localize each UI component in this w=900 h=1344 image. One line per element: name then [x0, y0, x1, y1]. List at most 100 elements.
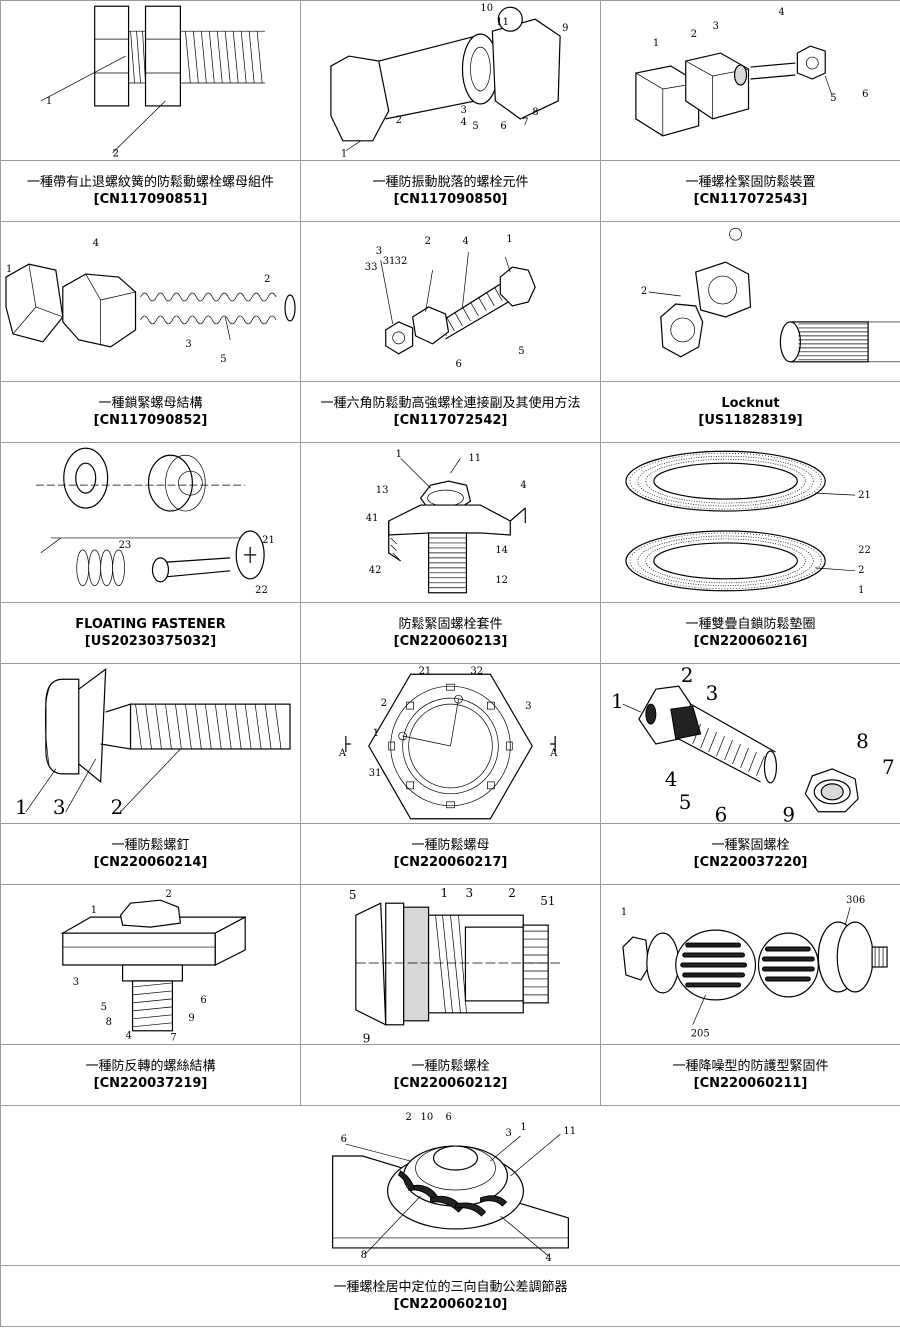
part-label: 4 [126, 1031, 132, 1042]
drawing-cell-11[interactable]: A A 1 2 3 21 31 32 [300, 663, 601, 824]
patent-drawing-15: 1 205 306 [621, 895, 888, 1040]
patent-number[interactable]: [CN117072543] [693, 192, 808, 207]
part-label: 1 [373, 728, 379, 739]
part-label: 4 [460, 117, 466, 128]
patent-number[interactable]: [CN220060212] [393, 1076, 508, 1091]
drawing-cell-2[interactable]: 1 2 3 4 5 6 7 8 9 10 11 [300, 0, 601, 161]
part-label: 3 [505, 1128, 511, 1139]
part-label: A [549, 748, 558, 759]
patent-drawing-13: 1 2 3 4 5 6 7 8 9 [60, 889, 246, 1044]
part-label: 3 [713, 21, 719, 32]
patent-title[interactable]: 一種緊固螺栓 [711, 838, 790, 853]
patent-title[interactable]: FLOATING FASTENER [75, 617, 226, 632]
part-label: 41 [366, 513, 379, 524]
patent-number[interactable]: [CN220060210] [393, 1297, 508, 1312]
part-label: 1 [441, 886, 449, 900]
patent-title[interactable]: 一種防反轉的螺絲結構 [85, 1059, 216, 1074]
part-label: 1 [506, 234, 512, 245]
patent-drawing-12: 1 2 3 4 5 6 7 8 9 [611, 664, 895, 823]
part-label: 4 [778, 7, 784, 18]
part-label: 13 [376, 485, 389, 496]
part-label: 1 [91, 905, 97, 916]
patent-title[interactable]: 一種雙疊自鎖防鬆墊圈 [685, 617, 816, 632]
drawing-cell-15[interactable]: 1 205 306 [600, 884, 900, 1045]
patent-title[interactable]: 一種防振動脫落的螺栓元件 [372, 175, 529, 190]
patent-number[interactable]: [US20230375032] [84, 634, 217, 649]
drawing-cell-14[interactable]: 5 1 3 2 51 9 [300, 884, 601, 1045]
drawing-cell-4[interactable]: 1 2 3 4 5 [0, 221, 301, 382]
part-label: 3 [706, 682, 719, 705]
drawing-cell-9[interactable]: 1 2 21 22 [600, 442, 900, 603]
part-label: 2 [691, 29, 697, 40]
patent-drawing-5: 1 2 3 4 5 6 31 32 33 [365, 234, 536, 370]
patent-title[interactable]: 一種鎖緊螺母結構 [98, 396, 203, 411]
drawing-cell-13[interactable]: 1 2 3 4 5 6 7 8 9 [0, 884, 301, 1045]
drawing-cell-6[interactable]: 2 [600, 221, 900, 382]
part-label: 2 [406, 1112, 412, 1123]
part-label: 1 [341, 149, 347, 160]
caption-cell-11: 一種防鬆螺母 [CN220060217] [300, 823, 601, 885]
drawing-cell-12[interactable]: 1 2 3 4 5 6 7 8 9 [600, 663, 900, 824]
part-label: 51 [540, 894, 555, 908]
caption-cell-9: 一種雙疊自鎖防鬆墊圈 [CN220060216] [600, 602, 900, 664]
part-label: 6 [715, 804, 728, 823]
drawing-cell-5[interactable]: 1 2 3 4 5 6 31 32 33 [300, 221, 601, 382]
part-label: 21 [262, 535, 275, 546]
patent-title[interactable]: Locknut [721, 396, 780, 411]
drawing-cell-8[interactable]: 1 4 11 12 13 14 41 42 [300, 442, 601, 603]
drawing-cell-1[interactable]: 1 2 [0, 0, 301, 161]
drawing-cell-7[interactable]: 21 22 23 [0, 442, 301, 603]
part-label: 4 [93, 238, 99, 249]
patent-drawing-4: 1 2 3 4 5 [5, 238, 296, 365]
patent-title[interactable]: 一種螺栓緊固防鬆裝置 [685, 175, 816, 190]
patent-title[interactable]: 一種防鬆螺母 [411, 838, 490, 853]
part-label: 6 [446, 1112, 452, 1123]
part-label: 2 [264, 274, 270, 285]
drawing-cell-3[interactable]: 1 2 3 4 5 6 [600, 0, 900, 161]
patent-title[interactable]: 一種六角防鬆動高強螺栓連接副及其使用方法 [320, 396, 581, 411]
patent-title[interactable]: 一種螺栓居中定位的三向自動公差調節器 [333, 1280, 568, 1295]
caption-cell-3: 一種螺栓緊固防鬆裝置 [CN117072543] [600, 160, 900, 222]
part-label: 7 [882, 756, 895, 779]
patent-drawing-16: 2 10 6 3 1 11 6 8 4 [332, 1112, 576, 1264]
patent-number[interactable]: [CN220060217] [393, 855, 508, 870]
part-label: 33 [365, 262, 378, 273]
patent-number[interactable]: [CN220060216] [693, 634, 808, 649]
patent-title[interactable]: 一種帶有止退螺紋簧的防鬆動螺栓螺母組件 [26, 175, 274, 190]
patent-number[interactable]: [CN117072542] [393, 413, 508, 428]
part-label: 7 [170, 1033, 176, 1044]
patent-number[interactable]: [CN220060211] [693, 1076, 808, 1091]
part-label: 9 [363, 1032, 371, 1044]
part-label: 32 [395, 256, 408, 267]
part-label: 11 [563, 1126, 576, 1137]
patent-title[interactable]: 一種防鬆螺栓 [411, 1059, 490, 1074]
patent-number[interactable]: [CN220060214] [93, 855, 208, 870]
caption-cell-1: 一種帶有止退螺紋簧的防鬆動螺栓螺母組件 [CN117090851] [0, 160, 301, 222]
patent-number[interactable]: [CN117090850] [393, 192, 508, 207]
patent-title[interactable]: 一種降噪型的防護型緊固件 [672, 1059, 829, 1074]
patent-number[interactable]: [CN220037219] [93, 1076, 208, 1091]
caption-cell-2: 一種防振動脫落的螺栓元件 [CN117090850] [300, 160, 601, 222]
part-label: 5 [679, 791, 692, 814]
part-label: 2 [381, 698, 387, 709]
part-label: 12 [495, 575, 508, 586]
part-label: 6 [200, 995, 206, 1006]
part-label: 11 [468, 453, 481, 464]
caption-cell-8: 防鬆緊固螺栓套件 [CN220060213] [300, 602, 601, 664]
patent-number[interactable]: [CN117090851] [93, 192, 208, 207]
part-label: 5 [349, 888, 357, 902]
patent-title[interactable]: 防鬆緊固螺栓套件 [398, 617, 503, 632]
patent-number[interactable]: [CN117090852] [93, 413, 208, 428]
patent-title[interactable]: 一種防鬆螺釘 [111, 838, 190, 853]
patent-drawing-11: A A 1 2 3 21 31 32 [338, 666, 558, 820]
patent-number[interactable]: [US11828319] [698, 413, 803, 428]
part-label: 1 [46, 96, 52, 107]
drawing-cell-10[interactable]: 1 2 3 [0, 663, 301, 824]
patent-number[interactable]: [CN220037220] [693, 855, 808, 870]
part-label: 1 [15, 796, 28, 819]
drawing-cell-16[interactable]: 2 10 6 3 1 11 6 8 4 [0, 1105, 900, 1266]
patent-number[interactable]: [CN220060213] [393, 634, 508, 649]
caption-cell-7: FLOATING FASTENER [US20230375032] [0, 602, 301, 664]
